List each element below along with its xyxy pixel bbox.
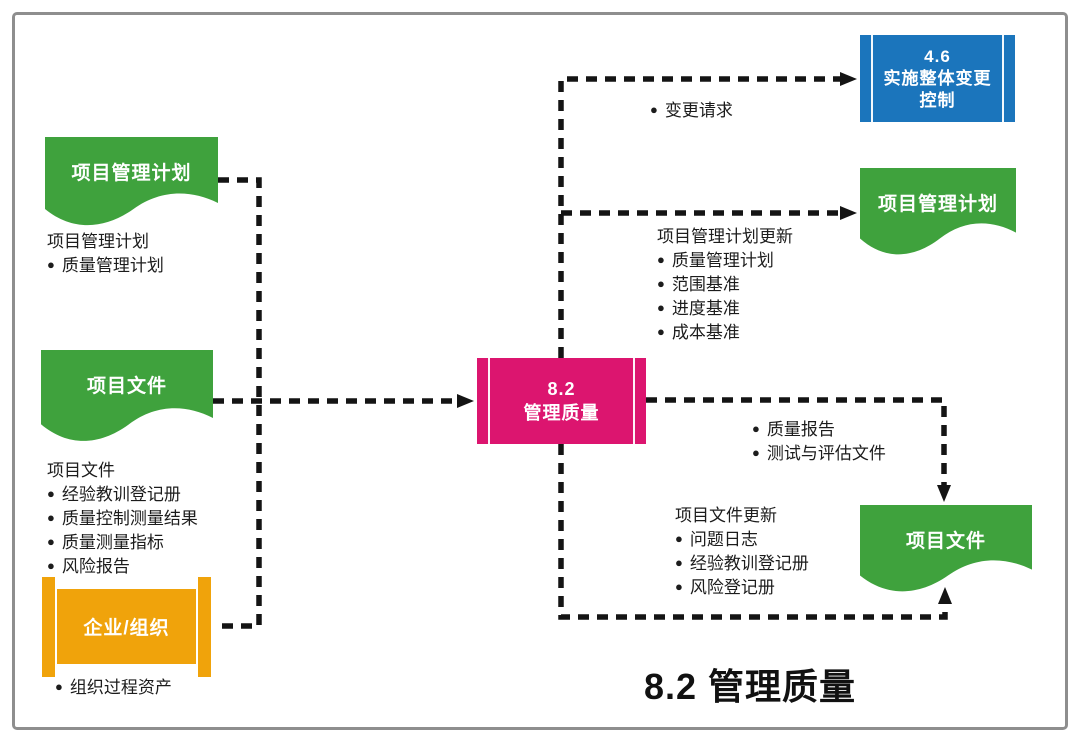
annotation-heading: 项目文件更新 (675, 506, 777, 525)
process-id: 4.6 (924, 46, 951, 66)
node-label: 项目管理计划 (877, 194, 998, 215)
annotation-docs-updates: 项目文件更新 问题日志 经验教训登记册 风险登记册 (675, 504, 809, 599)
annotation-enterprise-inputs: 组织过程资产 (55, 675, 172, 699)
node-project-documents-output: 项目文件 (860, 505, 1032, 600)
connector-docs-updates (558, 444, 952, 620)
connector-left-trunk (215, 177, 262, 629)
node-label: 项目文件 (905, 531, 986, 552)
connector-quality-outputs (646, 397, 951, 502)
process-label: 4.6 实施整体变更 控制 (884, 46, 992, 112)
annotation-quality-outputs: 质量报告 测试与评估文件 (752, 417, 886, 465)
node-enterprise-organization: 企业/组织 (42, 577, 211, 677)
wave-shape (860, 505, 1032, 592)
diagram-border (12, 12, 1068, 730)
process-side-line (488, 358, 490, 444)
process-side-line (871, 35, 873, 122)
annotation-item: 经验教训登记册 (47, 482, 198, 506)
annotation-heading: 项目管理计划 (47, 232, 149, 251)
node-perform-integrated-change-control: 4.6 实施整体变更 控制 (860, 35, 1015, 122)
process-id: 8.2 (547, 379, 576, 399)
annotation-item: 成本基准 (657, 320, 793, 344)
wave-shape (41, 350, 213, 441)
annotation-heading: 项目管理计划更新 (657, 227, 793, 246)
annotation-heading: 项目文件 (47, 461, 115, 480)
annotation-item: 变更请求 (650, 98, 733, 122)
annotation-pmplan-updates: 项目管理计划更新 质量管理计划 范围基准 进度基准 成本基准 (657, 225, 793, 344)
diagram-title: 8.2 管理质量 (643, 666, 857, 707)
annotation-item: 进度基准 (657, 296, 793, 320)
annotation-item: 测试与评估文件 (752, 441, 886, 465)
node-project-documents-input: 项目文件 (41, 350, 213, 450)
node-label: 企业/组织 (57, 589, 196, 664)
annotation-item: 质量管理计划 (47, 253, 164, 277)
process-side-line (1002, 35, 1004, 122)
process-name: 管理质量 (523, 403, 600, 423)
annotation-item: 风险报告 (47, 554, 198, 578)
process-side-line (633, 358, 635, 444)
node-project-management-plan-input: 项目管理计划 (45, 137, 218, 234)
process-name-line2: 控制 (919, 90, 956, 110)
wave-shape (45, 137, 218, 226)
annotation-item: 质量管理计划 (657, 248, 793, 272)
annotation-pmplan-inputs: 项目管理计划 质量管理计划 (47, 230, 164, 277)
annotation-item: 问题日志 (675, 527, 809, 551)
annotation-item: 质量报告 (752, 417, 886, 441)
node-label: 项目管理计划 (71, 163, 192, 184)
connector-change-requests (558, 72, 857, 358)
annotation-item: 经验教训登记册 (675, 551, 809, 575)
node-manage-quality-process: 8.2 管理质量 (477, 358, 646, 444)
annotation-item: 质量控制测量结果 (47, 506, 198, 530)
scroll-bar-left (42, 577, 55, 677)
scroll-bar-right (198, 577, 211, 677)
annotation-item: 组织过程资产 (55, 675, 172, 699)
annotation-docs-inputs: 项目文件 经验教训登记册 质量控制测量结果 质量测量指标 风险报告 (47, 459, 198, 578)
wave-shape (860, 168, 1016, 255)
node-label: 项目文件 (86, 376, 167, 397)
annotation-item: 质量测量指标 (47, 530, 198, 554)
annotation-item: 范围基准 (657, 272, 793, 296)
process-label: 8.2 管理质量 (524, 377, 600, 425)
process-name-line1: 实施整体变更 (883, 68, 992, 88)
annotation-item: 风险登记册 (675, 575, 809, 599)
node-project-management-plan-output: 项目管理计划 (860, 168, 1016, 263)
annotation-change-requests: 变更请求 (650, 98, 733, 122)
